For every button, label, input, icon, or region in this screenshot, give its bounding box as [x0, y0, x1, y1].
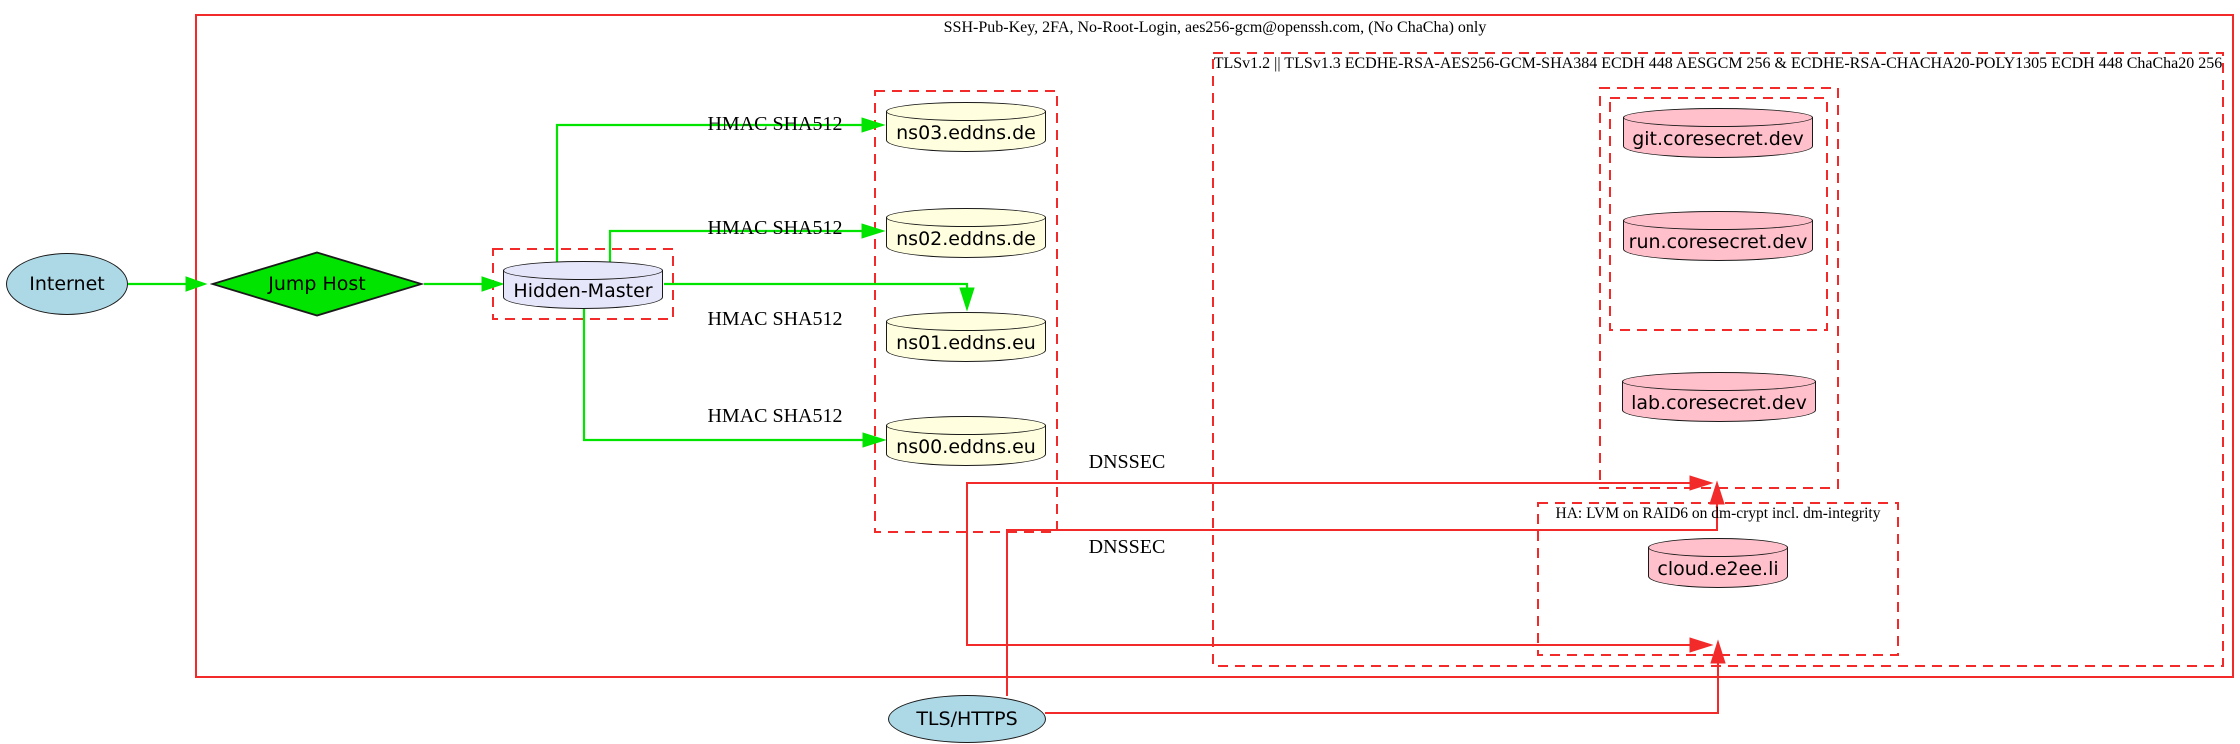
- arrowhead-hiddenmaster: [481, 276, 505, 292]
- ns00-label: ns00.eddns.eu: [896, 436, 1036, 458]
- ns02-label: ns02.eddns.de: [896, 228, 1036, 250]
- edge-dnssec-routes: [966, 482, 1690, 646]
- edge-label-hmac-4: HMAC SHA512: [707, 405, 843, 427]
- jump-host-node[interactable]: Jump Host: [210, 251, 424, 317]
- edge-label-dnssec-2: DNSSEC: [1088, 536, 1166, 558]
- arrowhead-ns03: [861, 117, 886, 133]
- hidden-master-node[interactable]: Hidden-Master: [503, 261, 663, 309]
- ns01-label: ns01.eddns.eu: [896, 332, 1036, 354]
- tls-https-label: TLS/HTTPS: [916, 707, 1018, 730]
- git-coresecret-node[interactable]: git.coresecret.dev: [1623, 108, 1813, 158]
- arrowhead-ns00: [862, 432, 887, 448]
- ns01-node[interactable]: ns01.eddns.eu: [886, 312, 1046, 362]
- ns00-node[interactable]: ns00.eddns.eu: [886, 416, 1046, 466]
- cloud-e2ee-label: cloud.e2ee.li: [1657, 558, 1779, 580]
- edge-tlshttps-ha: [1045, 663, 1719, 714]
- internet-label: Internet: [29, 272, 105, 295]
- arrowhead-ns01: [959, 287, 975, 312]
- edge-hiddenmaster-ns03: [555, 123, 862, 264]
- edge-label-hmac-1: HMAC SHA512: [707, 113, 843, 135]
- edge-hiddenmaster-ns00: [582, 307, 863, 442]
- edge-label-hmac-2: HMAC SHA512: [707, 217, 843, 239]
- jump-host-label: Jump Host: [268, 272, 366, 295]
- hidden-master-label: Hidden-Master: [513, 280, 653, 302]
- ha-cluster-label: HA: LVM on RAID6 on dm-crypt incl. dm-in…: [1555, 505, 1881, 522]
- ns03-label: ns03.eddns.de: [896, 122, 1036, 144]
- arrowhead-ns02: [861, 223, 886, 239]
- arrowhead-ha-up: [1710, 639, 1726, 664]
- arrowhead-coresecret-right: [1689, 475, 1714, 491]
- internet-node[interactable]: Internet: [6, 253, 128, 315]
- ns02-node[interactable]: ns02.eddns.de: [886, 208, 1046, 258]
- run-coresecret-label: run.coresecret.dev: [1628, 231, 1808, 253]
- arrowhead-ha-right: [1689, 637, 1714, 653]
- edge-hiddenmaster-ns02: [608, 229, 862, 264]
- ssh-cluster-label: SSH-Pub-Key, 2FA, No-Root-Login, aes256-…: [943, 19, 1487, 36]
- diamond-shape: [210, 251, 424, 317]
- lab-coresecret-label: lab.coresecret.dev: [1631, 392, 1807, 414]
- ns03-node[interactable]: ns03.eddns.de: [886, 102, 1046, 152]
- arrowhead-jumphost: [185, 276, 208, 292]
- coresecret-inner-cluster-box: [1609, 97, 1828, 331]
- ssh-cluster-box: [195, 14, 2234, 678]
- cloud-e2ee-node[interactable]: cloud.e2ee.li: [1648, 538, 1788, 588]
- edge-tlshttps-coresecret: [1006, 504, 1718, 696]
- lab-coresecret-node[interactable]: lab.coresecret.dev: [1622, 372, 1816, 422]
- tls-cluster-label: TLSv1.2 || TLSv1.3 ECDHE-RSA-AES256-GCM-…: [1213, 55, 2223, 72]
- run-coresecret-node[interactable]: run.coresecret.dev: [1623, 211, 1813, 261]
- edge-label-dnssec-1: DNSSEC: [1088, 451, 1166, 473]
- edge-label-hmac-3: HMAC SHA512: [707, 308, 843, 330]
- tls-https-node[interactable]: TLS/HTTPS: [888, 695, 1046, 743]
- git-coresecret-label: git.coresecret.dev: [1632, 128, 1804, 150]
- arrowhead-coresecret-up: [1709, 480, 1725, 505]
- edge-hiddenmaster-ns01: [664, 282, 969, 288]
